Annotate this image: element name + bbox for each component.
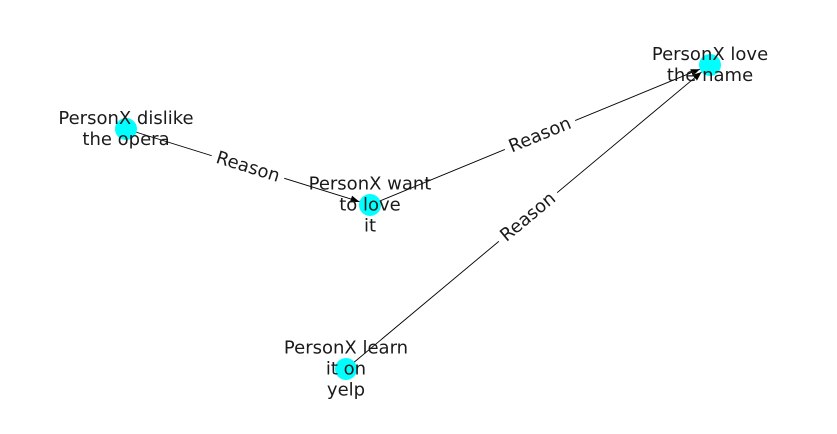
node-label-line: the name: [667, 65, 753, 86]
edge-label-group: Reason: [208, 144, 288, 190]
node-label-line: it on: [326, 359, 366, 380]
node-label-line: the opera: [82, 129, 169, 150]
node-label-line: PersonX want: [309, 174, 432, 195]
edge-label: Reason: [214, 147, 283, 187]
node-learn: [335, 358, 357, 380]
node-want: [359, 194, 381, 216]
edge-label-background: [491, 183, 565, 251]
node-label-line: PersonX learn: [284, 338, 408, 359]
node-label-line: PersonX dislike: [58, 108, 193, 129]
edge-label: Reason: [506, 113, 575, 157]
node-label-line: yelp: [327, 380, 365, 401]
edge-label-background: [208, 144, 288, 190]
node-love: [699, 54, 721, 76]
edge-label-group: Reason: [491, 183, 565, 251]
node-dislike: [115, 118, 137, 140]
edge-label-group: Reason: [500, 109, 580, 161]
edge-label: Reason: [496, 188, 560, 246]
edge-label-background: [500, 109, 580, 161]
node-label-line: PersonX love: [652, 44, 768, 65]
node-label-line: to love: [339, 195, 401, 216]
node-label-line: it: [364, 216, 376, 237]
